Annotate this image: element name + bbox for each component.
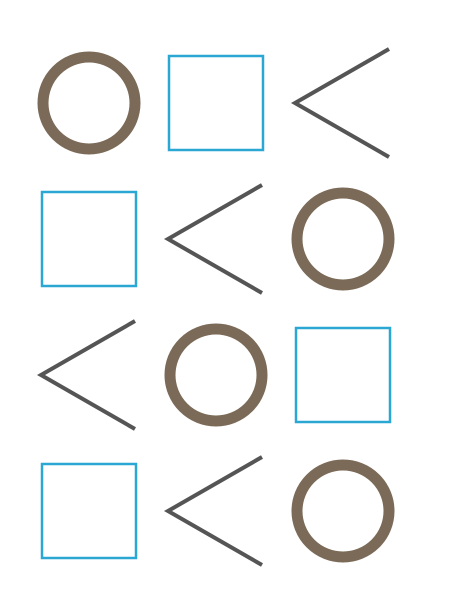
circle-icon <box>291 187 395 291</box>
square-icon <box>167 54 265 152</box>
circle-icon <box>291 459 395 563</box>
circle-icon <box>37 51 141 155</box>
square-icon <box>294 326 392 424</box>
less-than-icon <box>163 183 263 295</box>
square-icon <box>40 190 138 288</box>
less-than-icon <box>163 455 263 567</box>
circle-icon <box>164 323 268 427</box>
less-than-icon <box>36 319 136 431</box>
square-icon <box>40 462 138 560</box>
less-than-icon <box>290 47 390 159</box>
